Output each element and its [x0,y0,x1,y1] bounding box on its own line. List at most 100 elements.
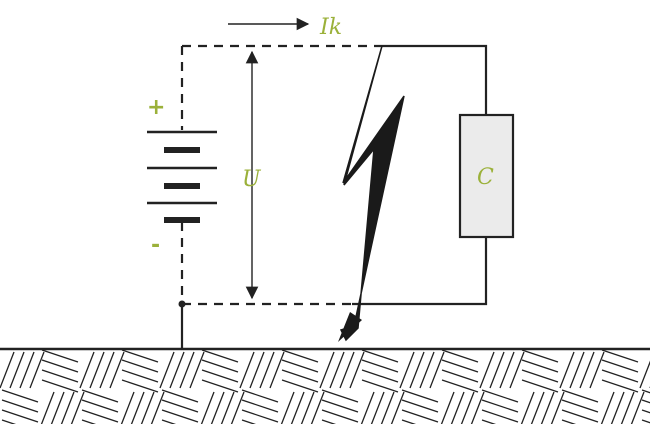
hatch-stroke [380,391,395,424]
hatch-stroke [441,359,479,373]
hatch-stroke [481,409,519,423]
hatch-stroke [161,409,199,423]
hatch-stroke [189,351,205,389]
hatch-stroke [230,391,245,424]
hatch-stroke [249,351,265,389]
hatch-stroke [479,351,495,389]
hatch-stroke [401,399,439,413]
hatch-stroke [329,351,345,389]
hatch-stroke [441,379,479,393]
hatch-stroke [440,391,455,424]
current-label: Ik [319,15,342,40]
hatch-stroke [241,409,279,423]
hatch-stroke [321,409,359,423]
hatch-stroke [601,350,639,363]
hatch-stroke [19,351,35,389]
hatch-stroke [281,379,319,393]
hatch-stroke [41,379,79,393]
hatch-stroke [201,350,239,363]
hatch-stroke [281,369,319,383]
hatch-stroke [1,409,39,423]
hatch-stroke [639,360,650,389]
hatch-stroke [120,391,135,424]
hatch-stroke [441,350,479,363]
capacitor-label: C [477,165,494,190]
hatch-stroke [521,369,559,383]
hatch-stroke [281,350,319,363]
hatch-stroke [310,391,325,424]
hatch-stroke [1,399,39,413]
hatch-stroke [561,389,599,403]
hatch-stroke [210,391,225,424]
hatch-stroke [489,351,505,389]
hatch-stroke [179,351,195,389]
hatch-stroke [409,351,425,389]
hatch-stroke [481,419,497,424]
hatch-stroke [561,409,599,423]
hatch-stroke [9,351,25,389]
hatch-stroke [559,351,575,389]
hatch-stroke [201,369,239,383]
hatch-stroke [281,359,319,373]
hatch-stroke [1,389,39,403]
hatch-stroke [361,379,399,393]
plus-sign: + [147,95,165,120]
hatch-stroke [540,391,555,424]
hatch-stroke [481,389,519,403]
hatch-stroke [441,369,479,383]
hatch-stroke [241,389,279,403]
hatch-stroke [361,350,399,363]
hatch-stroke [601,369,639,383]
hatch-stroke [550,391,565,424]
hatch-stroke [361,369,399,383]
hatch-stroke [390,391,405,424]
hatch-stroke [0,351,15,389]
hatch-stroke [401,409,439,423]
capacitor-box [458,113,515,239]
dashed-wires [180,44,382,306]
hatch-stroke [450,391,465,424]
hatch-stroke [630,391,645,424]
hatch-stroke [319,351,335,389]
hatch-stroke [121,359,159,373]
hatch-stroke [241,399,279,413]
hatch-stroke [169,351,185,389]
hatch-stroke [41,369,79,383]
hatch-stroke [641,399,650,404]
hatch-stroke [89,351,105,389]
bolt-arrowhead [338,312,362,342]
hatch-stroke [70,391,85,424]
hatch-stroke [79,351,95,389]
hatch-stroke [401,389,439,403]
hatch-stroke [460,391,475,424]
hatch-stroke [280,391,295,424]
hatch-stroke [399,351,415,389]
hatch-stroke [601,359,639,373]
hatch-stroke [159,351,175,389]
hatch-stroke [161,419,177,424]
hatch-stroke [200,391,215,424]
hatch-stroke [601,379,639,393]
hatch-stroke [121,350,159,363]
hatch-stroke [1,419,17,424]
lightning-bolt-icon [339,45,405,342]
hatch-stroke [641,409,650,414]
hatch-stroke [521,379,559,393]
hatch-stroke [401,419,417,424]
hatch-stroke [220,391,235,424]
hatch-stroke [321,389,359,403]
hatch-stroke [121,369,159,383]
hatch-stroke [641,389,650,394]
hatch-stroke [360,391,375,424]
hatch-stroke [81,409,119,423]
hatch-stroke [140,391,155,424]
hatch-stroke [509,351,525,389]
hatch-stroke [300,391,315,424]
hatch-stroke [530,391,545,424]
hatch-stroke [561,419,577,424]
hatch-stroke [81,399,119,413]
hatch-stroke [81,389,119,403]
hatch-stroke [60,391,75,424]
hatch-stroke [150,391,165,424]
